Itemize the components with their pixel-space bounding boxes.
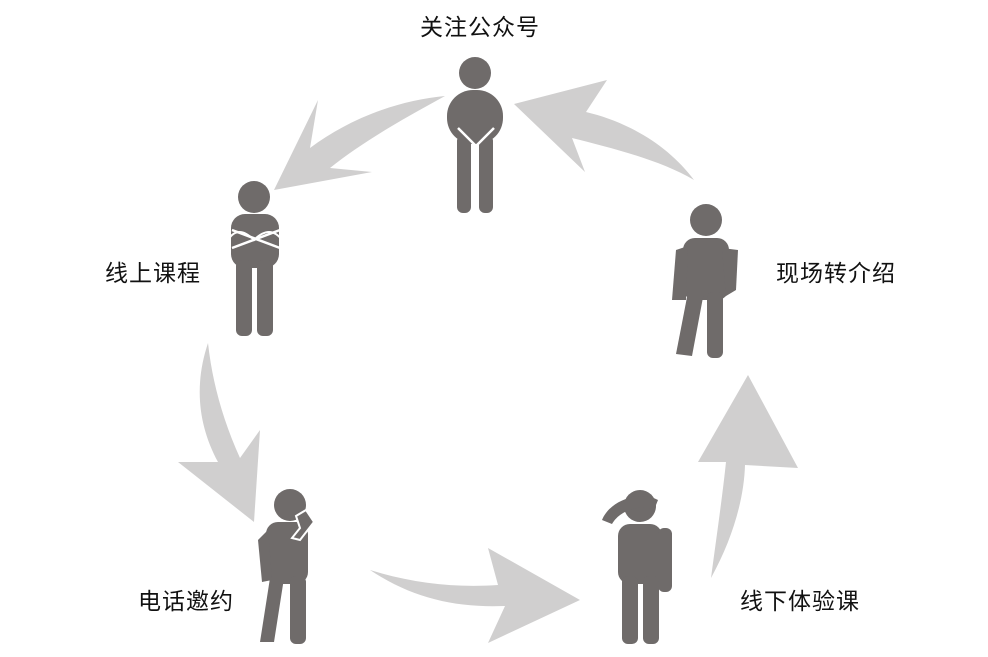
arrow-offline-to-onsite: [698, 375, 798, 578]
person-arms-crossed-icon: [227, 181, 283, 336]
person-saluting-icon: [602, 490, 672, 644]
person-hands-clasped-icon: [447, 57, 503, 213]
step-label-follow-account: 关注公众号: [420, 15, 540, 41]
person-walking-icon: [672, 204, 738, 358]
arrow-online-to-phone: [178, 343, 260, 522]
arrow-follow-to-online: [274, 96, 445, 190]
arrow-phone-to-offline: [370, 548, 580, 643]
step-label-phone-invite: 电话邀约: [138, 589, 234, 615]
person-thinking-icon: [258, 489, 316, 644]
step-label-onsite-referral: 现场转介绍: [776, 261, 896, 287]
cycle-arrows: [178, 80, 798, 643]
step-label-offline-trial: 线下体验课: [740, 589, 860, 615]
arrow-onsite-to-follow: [514, 80, 694, 180]
step-label-online-course: 线上课程: [105, 261, 201, 287]
